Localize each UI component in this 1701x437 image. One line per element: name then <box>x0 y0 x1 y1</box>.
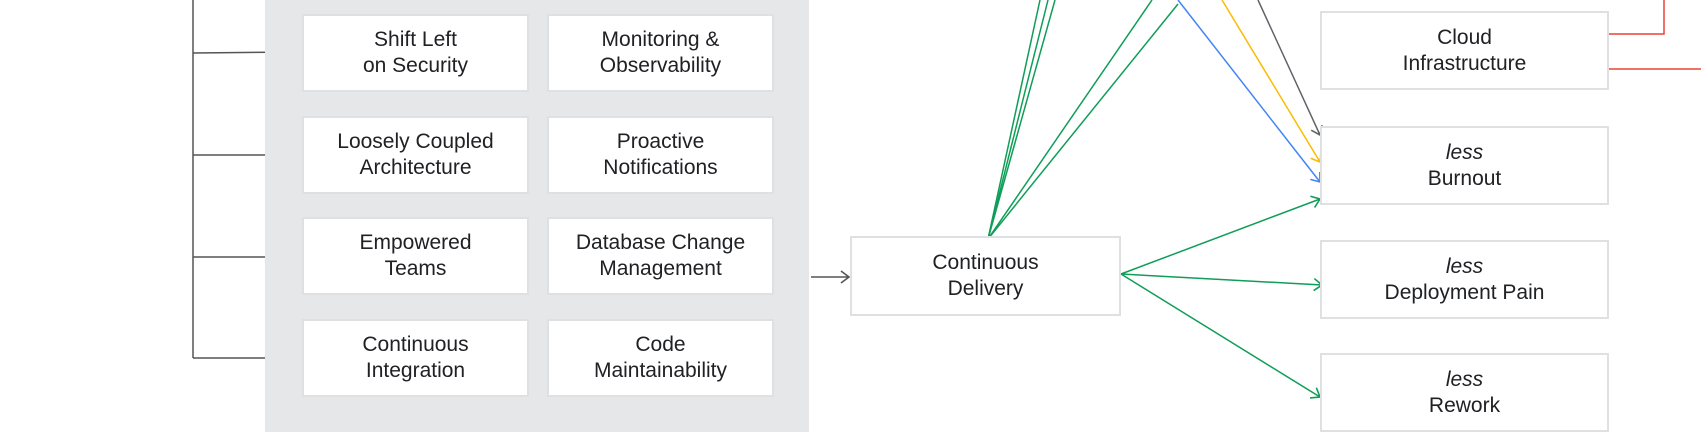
practice-label-line1: Shift Left <box>374 28 457 51</box>
practice-label-line1: Empowered <box>359 231 472 254</box>
practice-monitoring-observability: Monitoring & Observability <box>547 14 774 92</box>
outcome-less-deployment-pain: less Deployment Pain <box>1320 240 1609 319</box>
practice-label-line2: Architecture <box>359 156 472 179</box>
green-line-up-5 <box>987 3 1179 240</box>
practice-label-line1: Continuous <box>362 333 469 356</box>
outcome-less-burnout: less Burnout <box>1320 126 1609 205</box>
green-arrow-to-burnout <box>1120 199 1320 275</box>
outcome-cloud-infrastructure: Cloud Infrastructure <box>1320 11 1609 90</box>
cd-label-line1: Continuous <box>932 251 1039 274</box>
practice-label-line2: Maintainability <box>593 359 728 382</box>
outcome-label-line1: Cloud <box>1437 25 1492 49</box>
green-line-up-2 <box>987 0 1049 240</box>
practice-label-line2: Management <box>599 257 722 280</box>
outcome-less-rework: less Rework <box>1320 353 1609 432</box>
red-line-1 <box>1608 0 1665 35</box>
practice-continuous-integration: Continuous Integration <box>302 319 529 397</box>
outcome-qualifier: less <box>1445 140 1484 164</box>
practice-label-line2: Observability <box>599 54 722 77</box>
cd-label-line2: Delivery <box>947 277 1024 300</box>
practice-shift-left-on-security: Shift Left on Security <box>302 14 529 92</box>
outcome-label-line1: Deployment Pain <box>1384 280 1545 304</box>
practice-proactive-notifications: Proactive Notifications <box>547 116 774 194</box>
continuous-delivery-node: Continuous Delivery <box>850 236 1121 316</box>
practice-label-line2: Teams <box>384 257 447 280</box>
green-line-up-4 <box>987 0 1153 240</box>
outcome-label-line1: Rework <box>1428 393 1501 417</box>
practice-label-line1: Proactive <box>616 130 705 153</box>
practice-empowered-teams: Empowered Teams <box>302 217 529 295</box>
practice-label-line2: Notifications <box>603 156 718 179</box>
practice-label-line2: on Security <box>362 54 469 77</box>
practice-label-line1: Monitoring & <box>601 28 720 51</box>
outcome-qualifier: less <box>1445 367 1484 391</box>
practice-label-line1: Database Change <box>575 231 746 254</box>
practice-label-line1: Loosely Coupled <box>337 130 494 153</box>
practice-label-line1: Code <box>635 333 686 356</box>
practice-label-line2: Integration <box>365 359 466 382</box>
gray-arrow-to-burnout <box>1257 0 1320 135</box>
practice-database-change-management: Database Change Management <box>547 217 774 295</box>
outcome-label-line1: Burnout <box>1427 166 1502 190</box>
green-arrow-to-rework <box>1120 273 1320 397</box>
yellow-arrow-to-burnout <box>1221 0 1320 162</box>
green-line-up-1 <box>987 0 1041 240</box>
green-arrow-to-deployment-pain <box>1120 273 1322 285</box>
blue-arrow-to-burnout <box>1177 0 1320 182</box>
outcome-label-line2: Infrastructure <box>1402 51 1527 75</box>
green-line-up-3 <box>987 0 1056 240</box>
practice-loosely-coupled-architecture: Loosely Coupled Architecture <box>302 116 529 194</box>
practice-code-maintainability: Code Maintainability <box>547 319 774 397</box>
outcome-qualifier: less <box>1445 254 1484 278</box>
